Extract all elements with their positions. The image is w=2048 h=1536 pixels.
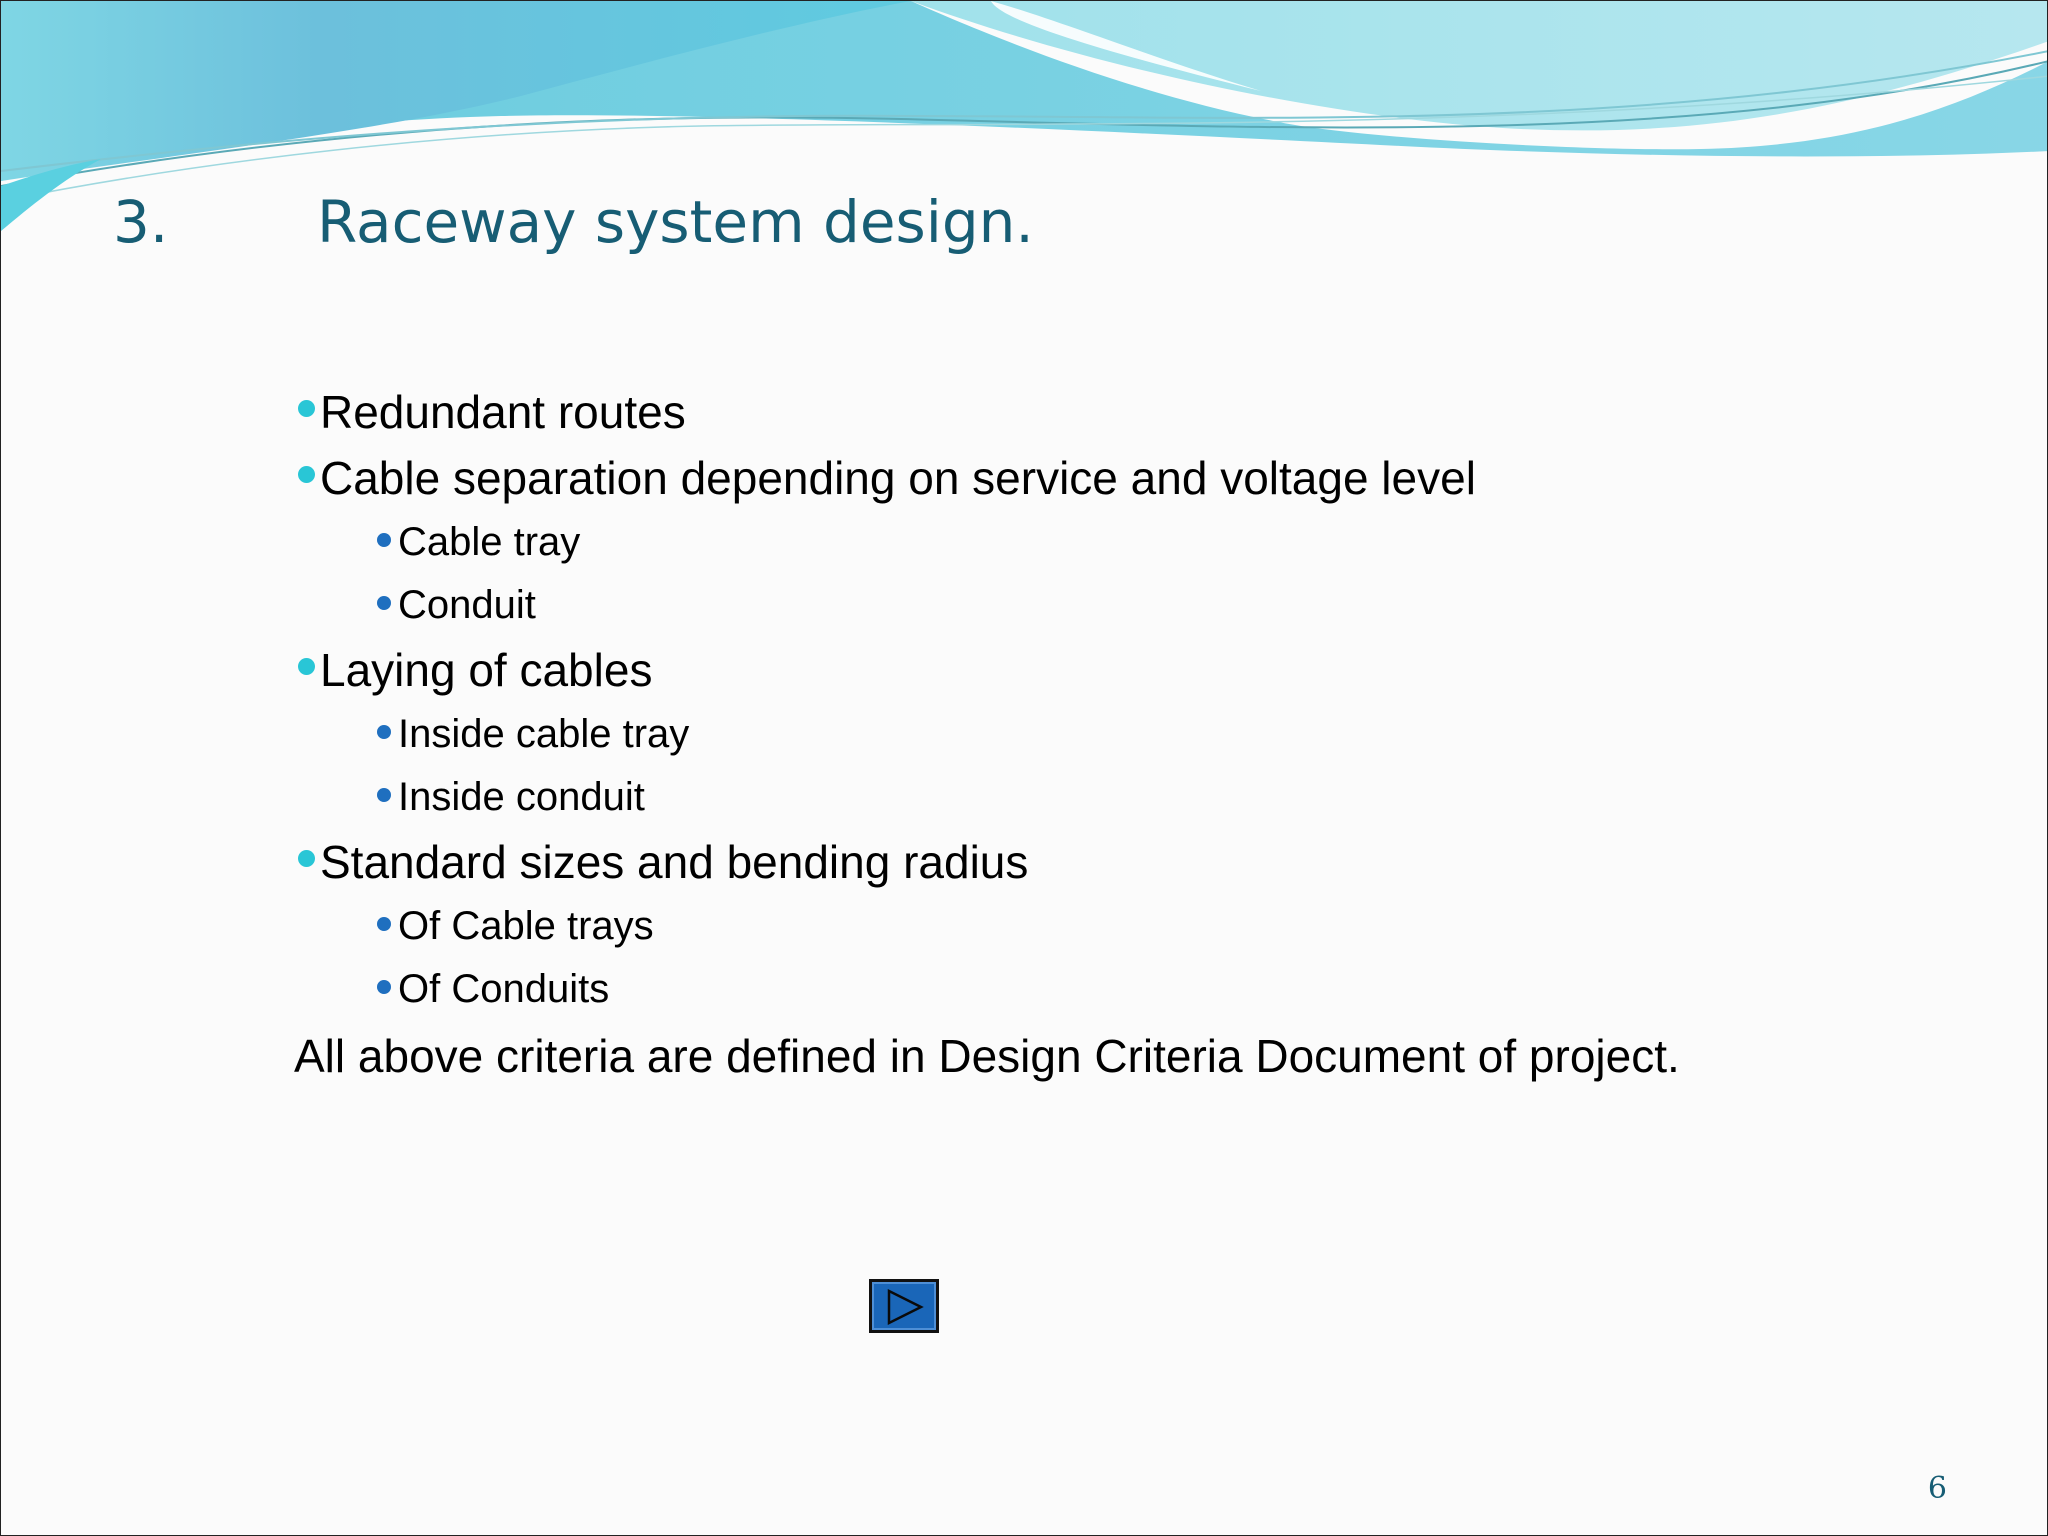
- sub-bullet-text: Inside cable tray: [398, 712, 690, 756]
- bullet-text: Cable separation depending on service an…: [320, 452, 1476, 504]
- bullet-item: Cable separation depending on service an…: [294, 445, 1994, 511]
- sub-bullet-text: Cable tray: [398, 520, 581, 564]
- bullet-list: Redundant routes Cable separation depend…: [294, 379, 1994, 1089]
- bullet-text: Redundant routes: [320, 386, 686, 438]
- next-slide-button[interactable]: [869, 1279, 939, 1333]
- bullet-text: Standard sizes and bending radius: [320, 836, 1029, 888]
- sub-bullet-dot-icon: [377, 980, 391, 994]
- sub-bullet-dot-icon: [377, 917, 391, 931]
- sub-bullet-dot-icon: [377, 596, 391, 610]
- footer-note: All above criteria are defined in Design…: [294, 1030, 1680, 1082]
- bullet-item: Standard sizes and bending radius: [294, 829, 1994, 895]
- bullet-text: Laying of cables: [320, 644, 653, 696]
- sub-bullet-item: Of Cable trays: [294, 895, 1994, 958]
- bullet-dot-icon: [298, 466, 315, 483]
- sub-bullet-text: Of Conduits: [398, 967, 610, 1011]
- sub-bullet-text: Inside conduit: [398, 775, 645, 819]
- bullet-dot-icon: [298, 658, 315, 675]
- slide-number-prefix: 3.: [113, 188, 169, 256]
- sub-bullet-item: Inside conduit: [294, 766, 1994, 829]
- sub-bullet-dot-icon: [377, 788, 391, 802]
- bullet-item: Laying of cables: [294, 637, 1994, 703]
- sub-bullet-item: Inside cable tray: [294, 703, 1994, 766]
- play-triangle-icon: [887, 1289, 924, 1325]
- bullet-item: Redundant routes: [294, 379, 1994, 445]
- page-number: 6: [1927, 1471, 1947, 1506]
- sub-bullet-item: Cable tray: [294, 511, 1994, 574]
- sub-bullet-dot-icon: [377, 533, 391, 547]
- slide-title: Raceway system design.: [317, 188, 1034, 256]
- sub-bullet-item: Conduit: [294, 574, 1994, 637]
- sub-bullet-dot-icon: [377, 725, 391, 739]
- sub-bullet-item: Of Conduits: [294, 958, 1994, 1021]
- bullet-dot-icon: [298, 400, 315, 417]
- bullet-dot-icon: [298, 850, 315, 867]
- sub-bullet-text: Conduit: [398, 583, 536, 627]
- header-wave-decoration: [1, 1, 2047, 231]
- sub-bullet-text: Of Cable trays: [398, 904, 654, 948]
